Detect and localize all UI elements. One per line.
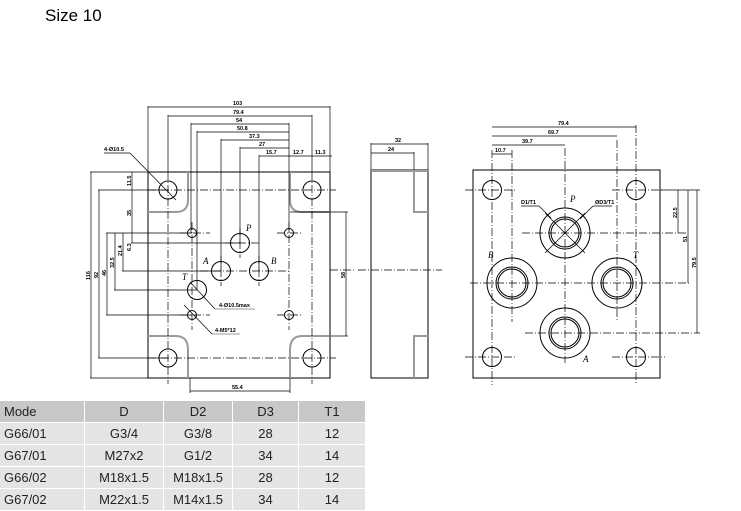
callout-d1-t1: D1/T1: [521, 200, 536, 206]
cell: G67/02: [0, 488, 85, 511]
table-row: G67/02 M22x1.5 M14x1.5 34 14: [0, 488, 366, 511]
dim-label: 79.4: [558, 121, 570, 127]
port-label-p: P: [245, 223, 252, 233]
cell: 28: [232, 466, 299, 489]
dim-label: 11.5: [127, 176, 133, 186]
dim-label: 103: [233, 101, 242, 107]
corner-relief-tl: [148, 172, 189, 213]
port-label-b: B: [271, 256, 277, 266]
cell: G1/2: [163, 444, 233, 467]
table-header-row: Mode D D2 D3 T1: [0, 401, 366, 423]
cell: 14: [298, 444, 366, 467]
dim-label: 39.7: [522, 139, 533, 145]
dim-label: 12.7: [293, 150, 304, 156]
table-row: G66/02 M18x1.5 M18x1.5 28 12: [0, 466, 366, 489]
port-label-t: T: [633, 250, 639, 260]
dim-label: 32.5: [110, 257, 116, 268]
dim-label: 116: [86, 271, 92, 280]
dim-label: 50.8: [237, 126, 248, 132]
dim-label: 51: [683, 236, 689, 242]
dim-label: 54: [236, 118, 243, 124]
cell: 12: [298, 422, 366, 445]
dim-label: 24: [388, 147, 395, 153]
cell: M27x2: [84, 444, 164, 467]
front-body-outline: [147, 171, 331, 379]
dim-label: 35: [127, 210, 133, 216]
cell: G3/8: [163, 422, 233, 445]
dim-label: 79.4: [233, 110, 245, 116]
dim-label: 79.5: [692, 257, 698, 268]
callout-d3-t1: ØD3/T1: [595, 200, 614, 206]
callout-threads: 4-M5*12: [215, 328, 236, 334]
page-title: Size 10: [45, 6, 102, 25]
front-view: P A B T 103 79.4 54 50.8 37.3 27 15.7 12…: [86, 101, 355, 393]
dim-label: 69.7: [548, 130, 559, 136]
dim-label: 55.4: [232, 385, 244, 391]
port-label-t: T: [182, 272, 188, 282]
corner-relief-tr: [289, 172, 330, 213]
corner-relief-br: [289, 335, 330, 378]
port-label-b: B: [488, 250, 494, 260]
dim-label: 37.3: [249, 134, 260, 140]
dim-label: 32: [395, 138, 401, 144]
port-label-a: A: [582, 354, 589, 364]
cell: G3/4: [84, 422, 164, 445]
cell: G66/01: [0, 422, 85, 445]
dim-label: 22.5: [673, 207, 679, 218]
corner-relief-bl: [148, 335, 189, 378]
col-header: Mode: [0, 401, 85, 423]
port-label-p: P: [569, 194, 576, 204]
cell: 12: [298, 466, 366, 489]
table-row: G66/01 G3/4 G3/8 28 12: [0, 422, 366, 445]
cell: G67/01: [0, 444, 85, 467]
dim-label: 6.3: [127, 243, 133, 251]
cell: 34: [232, 488, 299, 511]
callout-mount-holes: 4-Ø10.5: [104, 147, 124, 153]
col-header: T1: [298, 401, 366, 423]
table-row: G67/01 M27x2 G1/2 34 14: [0, 444, 366, 467]
cell: 14: [298, 488, 366, 511]
col-header: D: [84, 401, 164, 423]
technical-drawing: P A B T 103 79.4 54 50.8 37.3 27 15.7 12…: [86, 101, 700, 393]
side-view: 32 24: [358, 138, 442, 379]
callout-port-holes: 4-Ø10.5max: [219, 303, 251, 309]
cell: M14x1.5: [163, 488, 233, 511]
dim-label: 11.3: [315, 150, 325, 156]
col-header: D3: [232, 401, 299, 423]
port-label-a: A: [202, 256, 209, 266]
col-header: D2: [163, 401, 233, 423]
dim-label: 46: [102, 270, 108, 276]
cell: M18x1.5: [163, 466, 233, 489]
dim-label: 10.7: [495, 148, 506, 154]
cell: 28: [232, 422, 299, 445]
side-body-outline: [370, 169, 429, 379]
cell: M18x1.5: [84, 466, 164, 489]
cell: M22x1.5: [84, 488, 164, 511]
dim-label: 92: [94, 272, 100, 278]
rear-body-outline: [472, 169, 661, 379]
cell: 34: [232, 444, 299, 467]
dim-label: 27: [259, 142, 265, 148]
spec-table: Mode D D2 D3 T1 G66/01 G3/4 G3/8 28 12 G…: [0, 401, 366, 511]
dim-label: 58: [341, 272, 347, 278]
cell: G66/02: [0, 466, 85, 489]
rear-view: P B T A D1/T1 ØD3/T1 79.4 69.7 39.7 10.7…: [465, 121, 700, 385]
dim-label: 15.7: [266, 150, 277, 156]
dim-label: 21.4: [118, 244, 124, 256]
